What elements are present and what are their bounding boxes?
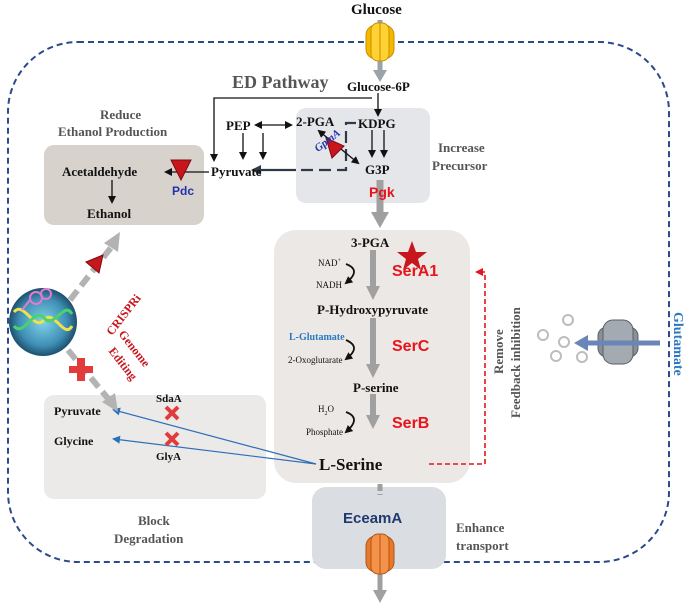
sera1-enzyme: SerA1 [392,263,439,280]
glucose-transporter-icon [365,22,395,62]
kdpg: KDPG [358,116,396,131]
block-degradation-line2: Degradation [114,531,184,546]
enhance-transport-line1: Enhance [456,520,505,535]
glucose-label: Glucose [351,2,402,18]
eceama-transporter-icon [365,533,395,575]
glutamate-label: Glutamate [670,312,685,376]
2-pga: 2-PGA [296,114,335,129]
glutamate-molecules-icon [537,314,588,363]
3-pga: 3-PGA [351,235,390,250]
increase-precursor-line2: Precursor [432,158,488,173]
serc-enzyme: SerC [392,338,430,355]
2-oxoglutarate-cofactor: 2-Oxoglutarate [288,355,343,365]
gpma-block-icon [325,137,345,159]
eceama-enzyme: EceamA [343,510,403,527]
acetaldehyde: Acetaldehyde [62,164,138,179]
p-serine: P-serine [353,380,399,395]
serb-enzyme: SerB [392,415,430,432]
pdc-enzyme: Pdc [172,184,195,198]
glycine: Glycine [54,434,94,448]
reduce-ethanol-line1: Reduce [100,107,142,122]
phosphate-cofactor: Phosphate [306,427,343,437]
increase-precursor-line1: Increase [438,140,485,155]
g3p: G3P [365,162,390,177]
degradation-box [44,395,266,499]
water-cofactor: H2O [318,404,334,417]
p-hydroxypyruvate: P-Hydroxypyruvate [317,302,428,317]
glutamate-transporter-icon [574,319,660,365]
ethanol-box [44,145,204,225]
pdc-block-icon [170,159,192,182]
pyruvate-top: Pyruvate [211,164,262,179]
nad-cofactor: NAD+ [318,258,341,268]
ethanol: Ethanol [87,206,132,221]
pyruvate-bottom: Pyruvate [54,404,101,418]
pep: PEP [226,118,251,133]
remove-feedback-line1: Remove [491,329,506,374]
glya-block-icon [164,431,180,447]
block-degradation-line1: Block [138,513,170,528]
genome-editing-plus-icon [69,358,93,381]
star-icon [397,241,427,270]
crispri-triangle-icon [85,254,104,274]
enhance-transport-line2: transport [456,538,509,553]
reduce-ethanol-line2: Ethanol Production [58,124,168,139]
glucose-6p: Glucose-6P [347,79,410,94]
glya-enzyme: GlyA [156,451,182,463]
sdaa-enzyme: SdaA [156,393,182,405]
l-serine: L-Serine [319,455,383,474]
transport-box [312,487,446,569]
sdaa-block-icon [164,405,180,421]
remove-feedback-line2: Feedback inhibition [508,307,523,418]
ed-pathway-title: ED Pathway [232,72,329,92]
l-glutamate-cofactor: L-Glutamate [289,332,345,343]
nadh-cofactor: NADH [316,280,342,290]
pgk-enzyme: Pgk [369,184,395,200]
cas9-dna-icon [9,288,77,356]
